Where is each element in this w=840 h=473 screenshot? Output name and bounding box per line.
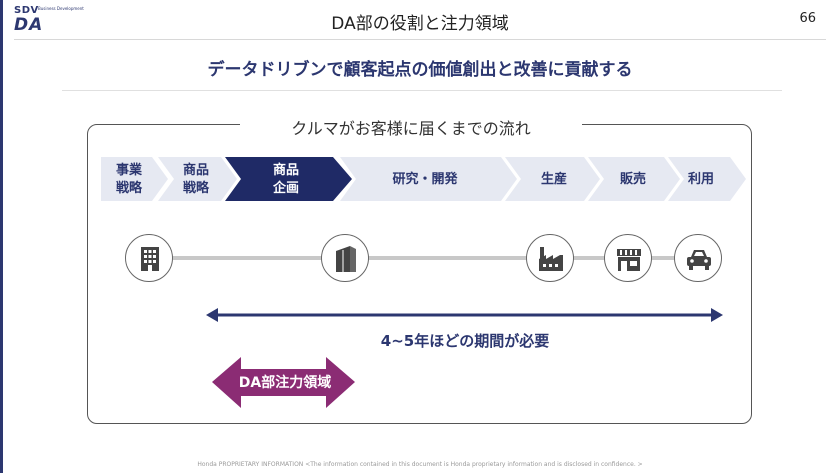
chevron-stage-6 — [588, 157, 680, 201]
stage-label-riyo: 利用 — [672, 171, 730, 189]
period-label: 4~5年ほどの期間が必要 — [380, 332, 550, 350]
stage-label-line-1: 事業 — [115, 163, 142, 178]
office-building-icon — [125, 234, 173, 282]
logo-sub-text: Business Development — [38, 6, 84, 11]
stage-label-jigyo-senryaku: 事業 戦略 — [103, 162, 155, 198]
stage-label-line-2: 戦略 — [182, 181, 209, 196]
page-number: 66 — [799, 11, 816, 26]
store-icon — [604, 234, 652, 282]
chevron-stage-5 — [505, 157, 600, 201]
logo-da-text: DA — [14, 15, 44, 35]
sdv-da-logo: SDV Business Development DA — [14, 5, 94, 35]
stage-label-line-1: 商品 — [182, 163, 209, 178]
stage-label-line-1: 研究・開発 — [392, 172, 458, 187]
timeline-line — [150, 256, 700, 260]
subtitle-divider — [62, 90, 782, 91]
stage-label-kenkyu-kaihatsu: 研究・開発 — [375, 171, 475, 189]
slide-title: DA部の役割と注力領域 — [331, 14, 509, 34]
stage-label-line-1: 販売 — [619, 172, 646, 187]
left-accent-bar — [0, 0, 3, 473]
corporate-building-icon — [321, 234, 369, 282]
stage-label-shohin-kikaku: 商品 企画 — [258, 162, 314, 198]
factory-icon — [526, 234, 574, 282]
chevron-stage-3 — [225, 157, 352, 201]
stage-label-line-1: 生産 — [540, 172, 567, 187]
car-icon — [674, 234, 722, 282]
chevron-stage-2 — [158, 157, 237, 201]
footer-confidential: Honda PROPRIETARY INFORMATION <The infor… — [197, 461, 643, 468]
stage-label-line-2: 企画 — [272, 181, 299, 196]
diagram-title: クルマがお客様に届くまでの流れ — [240, 115, 582, 139]
stage-label-line-2: 戦略 — [115, 181, 142, 196]
slide-subtitle: データドリブンで顧客起点の価値創出と改善に貢献する — [207, 60, 633, 80]
logo-sdv-text: SDV — [14, 5, 39, 16]
chevron-stage-1 — [101, 157, 168, 201]
chevron-stage-4 — [340, 157, 517, 201]
title-divider — [14, 39, 826, 40]
focus-area-label: DA部注力領域 — [238, 375, 332, 391]
stage-label-hanbai: 販売 — [604, 171, 662, 189]
stage-label-line-1: 利用 — [687, 172, 714, 187]
chevron-stage-7 — [668, 157, 746, 201]
stage-label-seisan: 生産 — [525, 171, 583, 189]
stage-label-shohin-senryaku: 商品 戦略 — [170, 162, 222, 198]
stage-label-line-1: 商品 — [272, 163, 299, 178]
